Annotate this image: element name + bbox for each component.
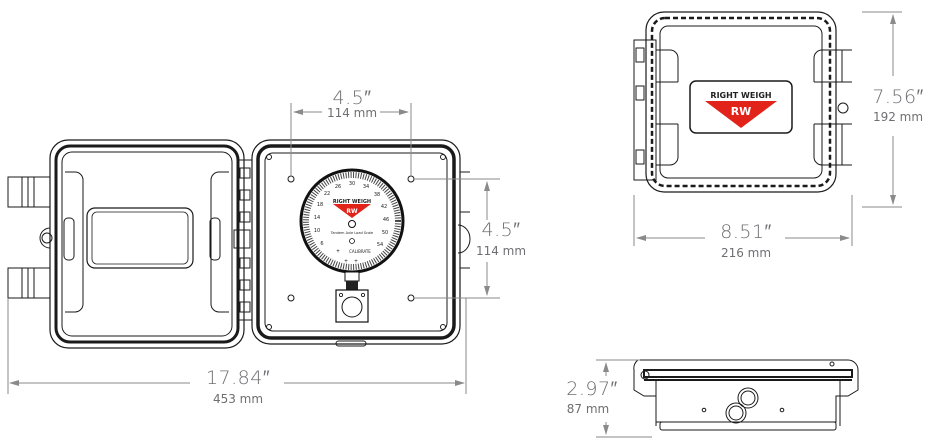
gauge: RIGHT WEIGH RW Tandem Axle Load Scale CA… bbox=[299, 168, 405, 323]
svg-text:+: + bbox=[354, 259, 358, 265]
brand-monogram: RW bbox=[731, 105, 752, 118]
gauge-mount-vertical-inches: 4.5″ bbox=[481, 219, 521, 241]
svg-text:+: + bbox=[344, 259, 348, 265]
svg-text:22: 22 bbox=[324, 191, 330, 197]
dimension-lines-mid bbox=[7, 103, 500, 394]
closed-height-mm: 192 mm bbox=[872, 110, 924, 124]
gauge-brand: RIGHT WEIGH bbox=[333, 199, 371, 205]
dimension-lines-side bbox=[596, 359, 652, 438]
side-view bbox=[633, 359, 859, 431]
closed-width-inches: 8.51″ bbox=[720, 221, 772, 243]
gauge-mount-horizontal-mm: 114 mm bbox=[326, 106, 378, 120]
svg-text:6: 6 bbox=[320, 241, 323, 247]
gauge-caption: Tandem Axle Load Scale bbox=[330, 231, 373, 235]
gauge-calibrate-label: CALIBRATE bbox=[349, 249, 371, 254]
svg-text:18: 18 bbox=[317, 202, 323, 208]
gauge-monogram: RW bbox=[346, 208, 358, 215]
svg-text:46: 46 bbox=[383, 217, 389, 223]
lid-latches bbox=[7, 176, 53, 299]
svg-text:30: 30 bbox=[349, 181, 355, 187]
open-lid bbox=[49, 139, 245, 349]
gauge-mount-vertical-mm: 114 mm bbox=[475, 244, 527, 258]
closed-height-inches: 7.56″ bbox=[872, 86, 924, 108]
svg-text:14: 14 bbox=[314, 215, 320, 221]
svg-text:34: 34 bbox=[363, 184, 369, 190]
overall-width-mm: 453 mm bbox=[212, 392, 264, 406]
closed-enclosure bbox=[633, 11, 852, 193]
svg-text:50: 50 bbox=[382, 230, 388, 236]
svg-text:38: 38 bbox=[374, 192, 380, 198]
side-depth-mm: 87 mm bbox=[566, 402, 610, 416]
dimension-lines-closed bbox=[633, 11, 902, 246]
svg-text:+: + bbox=[336, 249, 340, 255]
gauge-mount-horizontal-inches: 4.5″ bbox=[332, 87, 372, 109]
svg-text:42: 42 bbox=[381, 204, 387, 210]
svg-text:26: 26 bbox=[335, 184, 341, 190]
side-depth-inches: 2.97″ bbox=[566, 378, 618, 400]
overall-width-inches: 17.84″ bbox=[205, 367, 271, 389]
brand-label: RIGHT WEIGH RW bbox=[705, 91, 777, 128]
svg-text:10: 10 bbox=[314, 228, 320, 234]
svg-text:54: 54 bbox=[377, 242, 383, 248]
enclosure-base bbox=[251, 139, 471, 347]
closed-width-mm: 216 mm bbox=[720, 246, 772, 260]
brand-name: RIGHT WEIGH bbox=[710, 91, 771, 100]
